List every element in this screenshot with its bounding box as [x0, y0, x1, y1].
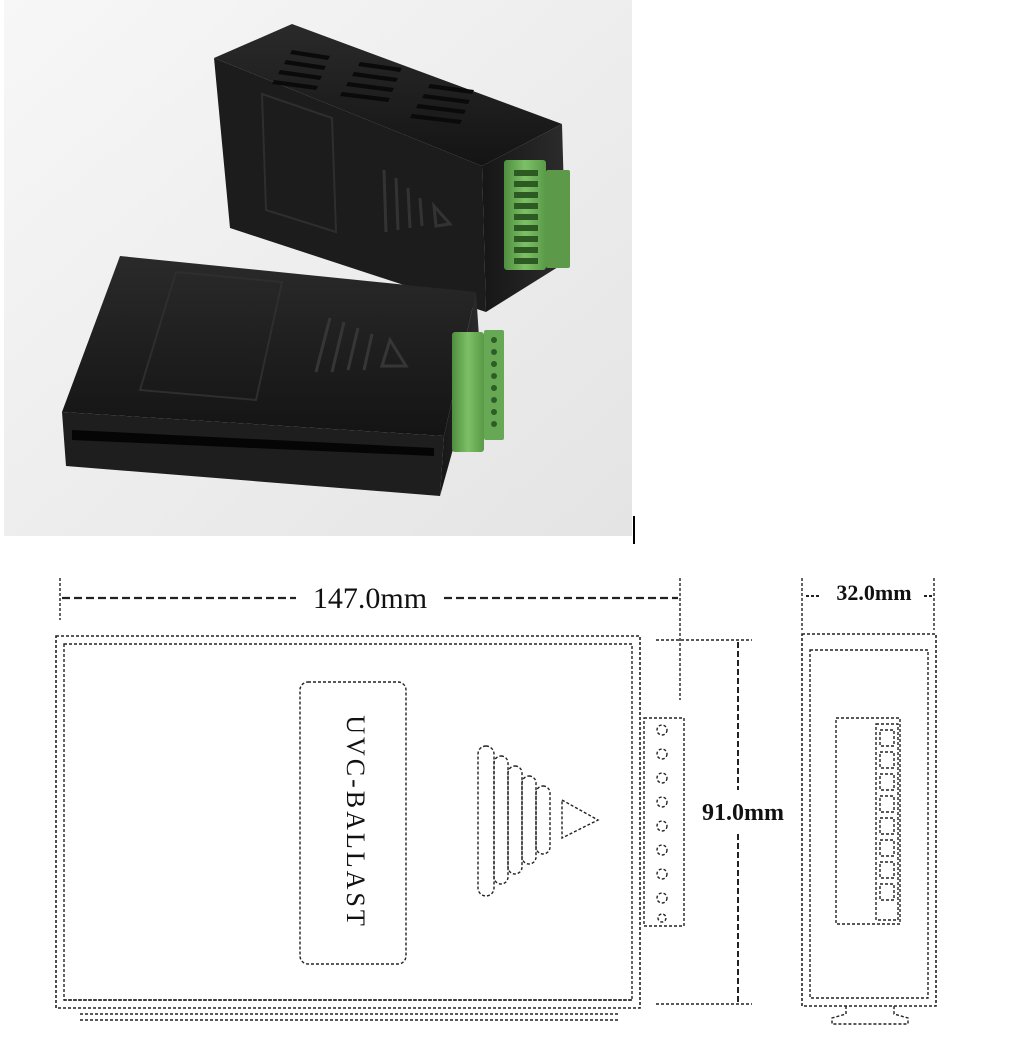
enclosure-upright-top — [214, 24, 562, 166]
embossed-panel-flat — [138, 270, 284, 402]
length-dimension-label: 147.0mm — [313, 582, 427, 615]
enclosure-upright-front — [214, 58, 486, 312]
enclosure-slot — [72, 430, 434, 456]
embossed-triangle — [382, 169, 453, 233]
terminal-block-flat — [452, 330, 504, 452]
height-dimension-label: 91.0mm — [702, 800, 784, 826]
embossed-triangle-flat — [314, 317, 409, 373]
enclosure-flat — [62, 256, 504, 496]
enclosure-flat-front — [62, 412, 444, 496]
ballast-label-text: UVC-BALLAST — [341, 715, 370, 929]
depth-dimension-label: 32.0mm — [836, 580, 911, 605]
technical-drawing-front — [55, 578, 752, 1021]
product-photo — [4, 0, 632, 536]
enclosure-flat-top — [62, 256, 476, 436]
vent-slots — [272, 50, 474, 124]
embossed-panel — [260, 92, 338, 234]
terminal-block-upright — [504, 160, 570, 270]
technical-drawing-side — [801, 578, 937, 1025]
enclosure-upright — [214, 24, 570, 312]
